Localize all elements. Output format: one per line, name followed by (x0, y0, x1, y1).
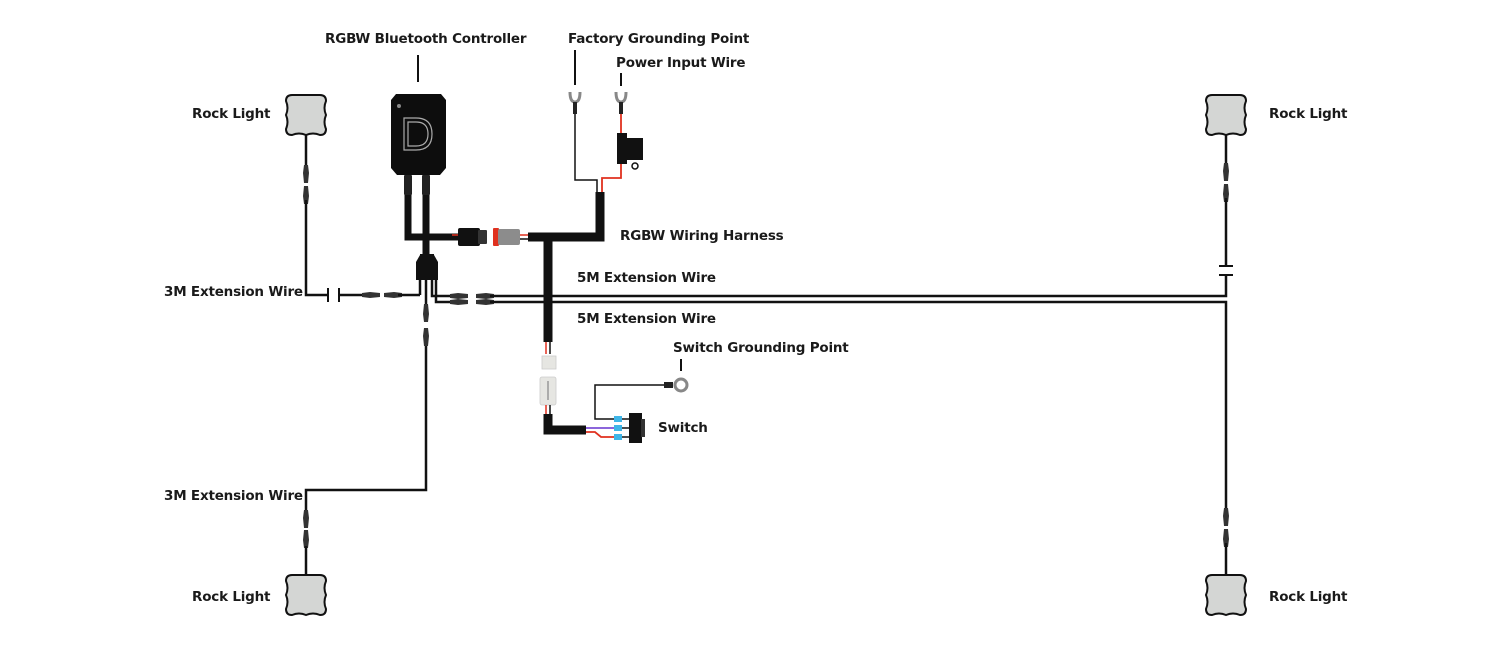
rock-light-bottom-right (1205, 574, 1247, 616)
extension-wire-3m-left (304, 200, 328, 297)
rock-light-icon (1205, 94, 1247, 136)
rock-light-tr-label: Rock Light (1269, 106, 1348, 122)
rock-light-top-left (285, 94, 327, 136)
rock-light-top-right (1205, 94, 1247, 136)
factory-ground-terminal (568, 91, 582, 114)
logo-d-icon (403, 117, 433, 151)
bullet-connector-icon (423, 328, 429, 346)
extension-wire-3m-bottom (304, 346, 428, 510)
rock-light-br-label: Rock Light (1269, 589, 1348, 605)
bullet-connector-icon (1223, 508, 1229, 526)
power-input-label: Power Input Wire (616, 55, 746, 71)
splitter-hub (416, 254, 438, 280)
rock-light-tl-label: Rock Light (192, 106, 271, 122)
fuse-holder-icon (617, 133, 643, 170)
ext-3m-left-label: 3M Extension Wire (164, 284, 303, 300)
ext-5m-bottom-label: 5M Extension Wire (577, 311, 716, 327)
bullet-connector-icon (303, 165, 309, 183)
status-led-icon (397, 104, 401, 108)
splitter-lead-right-b (434, 280, 452, 304)
rock-light-icon (285, 574, 327, 616)
bluetooth-controller (391, 94, 446, 195)
extension-wire-5m-bottom (490, 300, 1228, 510)
bullet-connector-icon (450, 299, 468, 305)
switch-ground-label: Switch Grounding Point (673, 340, 849, 356)
bullet-connector-icon (1223, 163, 1229, 181)
factory-ground-label: Factory Grounding Point (568, 31, 750, 47)
rock-light-bl-label: Rock Light (192, 589, 271, 605)
switch-label: Switch (658, 420, 708, 436)
ground-lead (574, 112, 598, 192)
switch-ground-ring-terminal (673, 377, 689, 393)
harness-connector-male (458, 228, 487, 246)
rock-light-bottom-left (285, 574, 327, 616)
rock-light-icon (285, 94, 327, 136)
harness-label: RGBW Wiring Harness (620, 228, 784, 244)
power-input-terminal (614, 91, 628, 114)
bullet-connector-icon (303, 530, 309, 548)
controller-label: RGBW Bluetooth Controller (325, 31, 527, 47)
bullet-connector-icon (362, 292, 380, 298)
controller-cable-a (404, 195, 458, 241)
wiring-harness-trunk (528, 192, 605, 242)
rock-light-icon (1205, 574, 1247, 616)
splitter-lead-right-a (430, 280, 452, 298)
switch-connector (539, 355, 557, 406)
bullet-connector-icon (303, 510, 309, 528)
ext-3m-bottom-label: 3M Extension Wire (164, 488, 303, 504)
switch-ground-lead (594, 384, 667, 420)
harness-connector-female (493, 228, 520, 246)
bullet-connector-icon (450, 293, 468, 299)
rocker-switch-icon (629, 413, 645, 443)
power-lead (601, 162, 622, 192)
switch-terminals (614, 416, 629, 440)
bullet-connector-icon (423, 304, 429, 322)
ext-5m-top-label: 5M Extension Wire (577, 270, 716, 286)
switch-harness (543, 414, 586, 435)
extension-wire-5m-top (490, 276, 1228, 298)
